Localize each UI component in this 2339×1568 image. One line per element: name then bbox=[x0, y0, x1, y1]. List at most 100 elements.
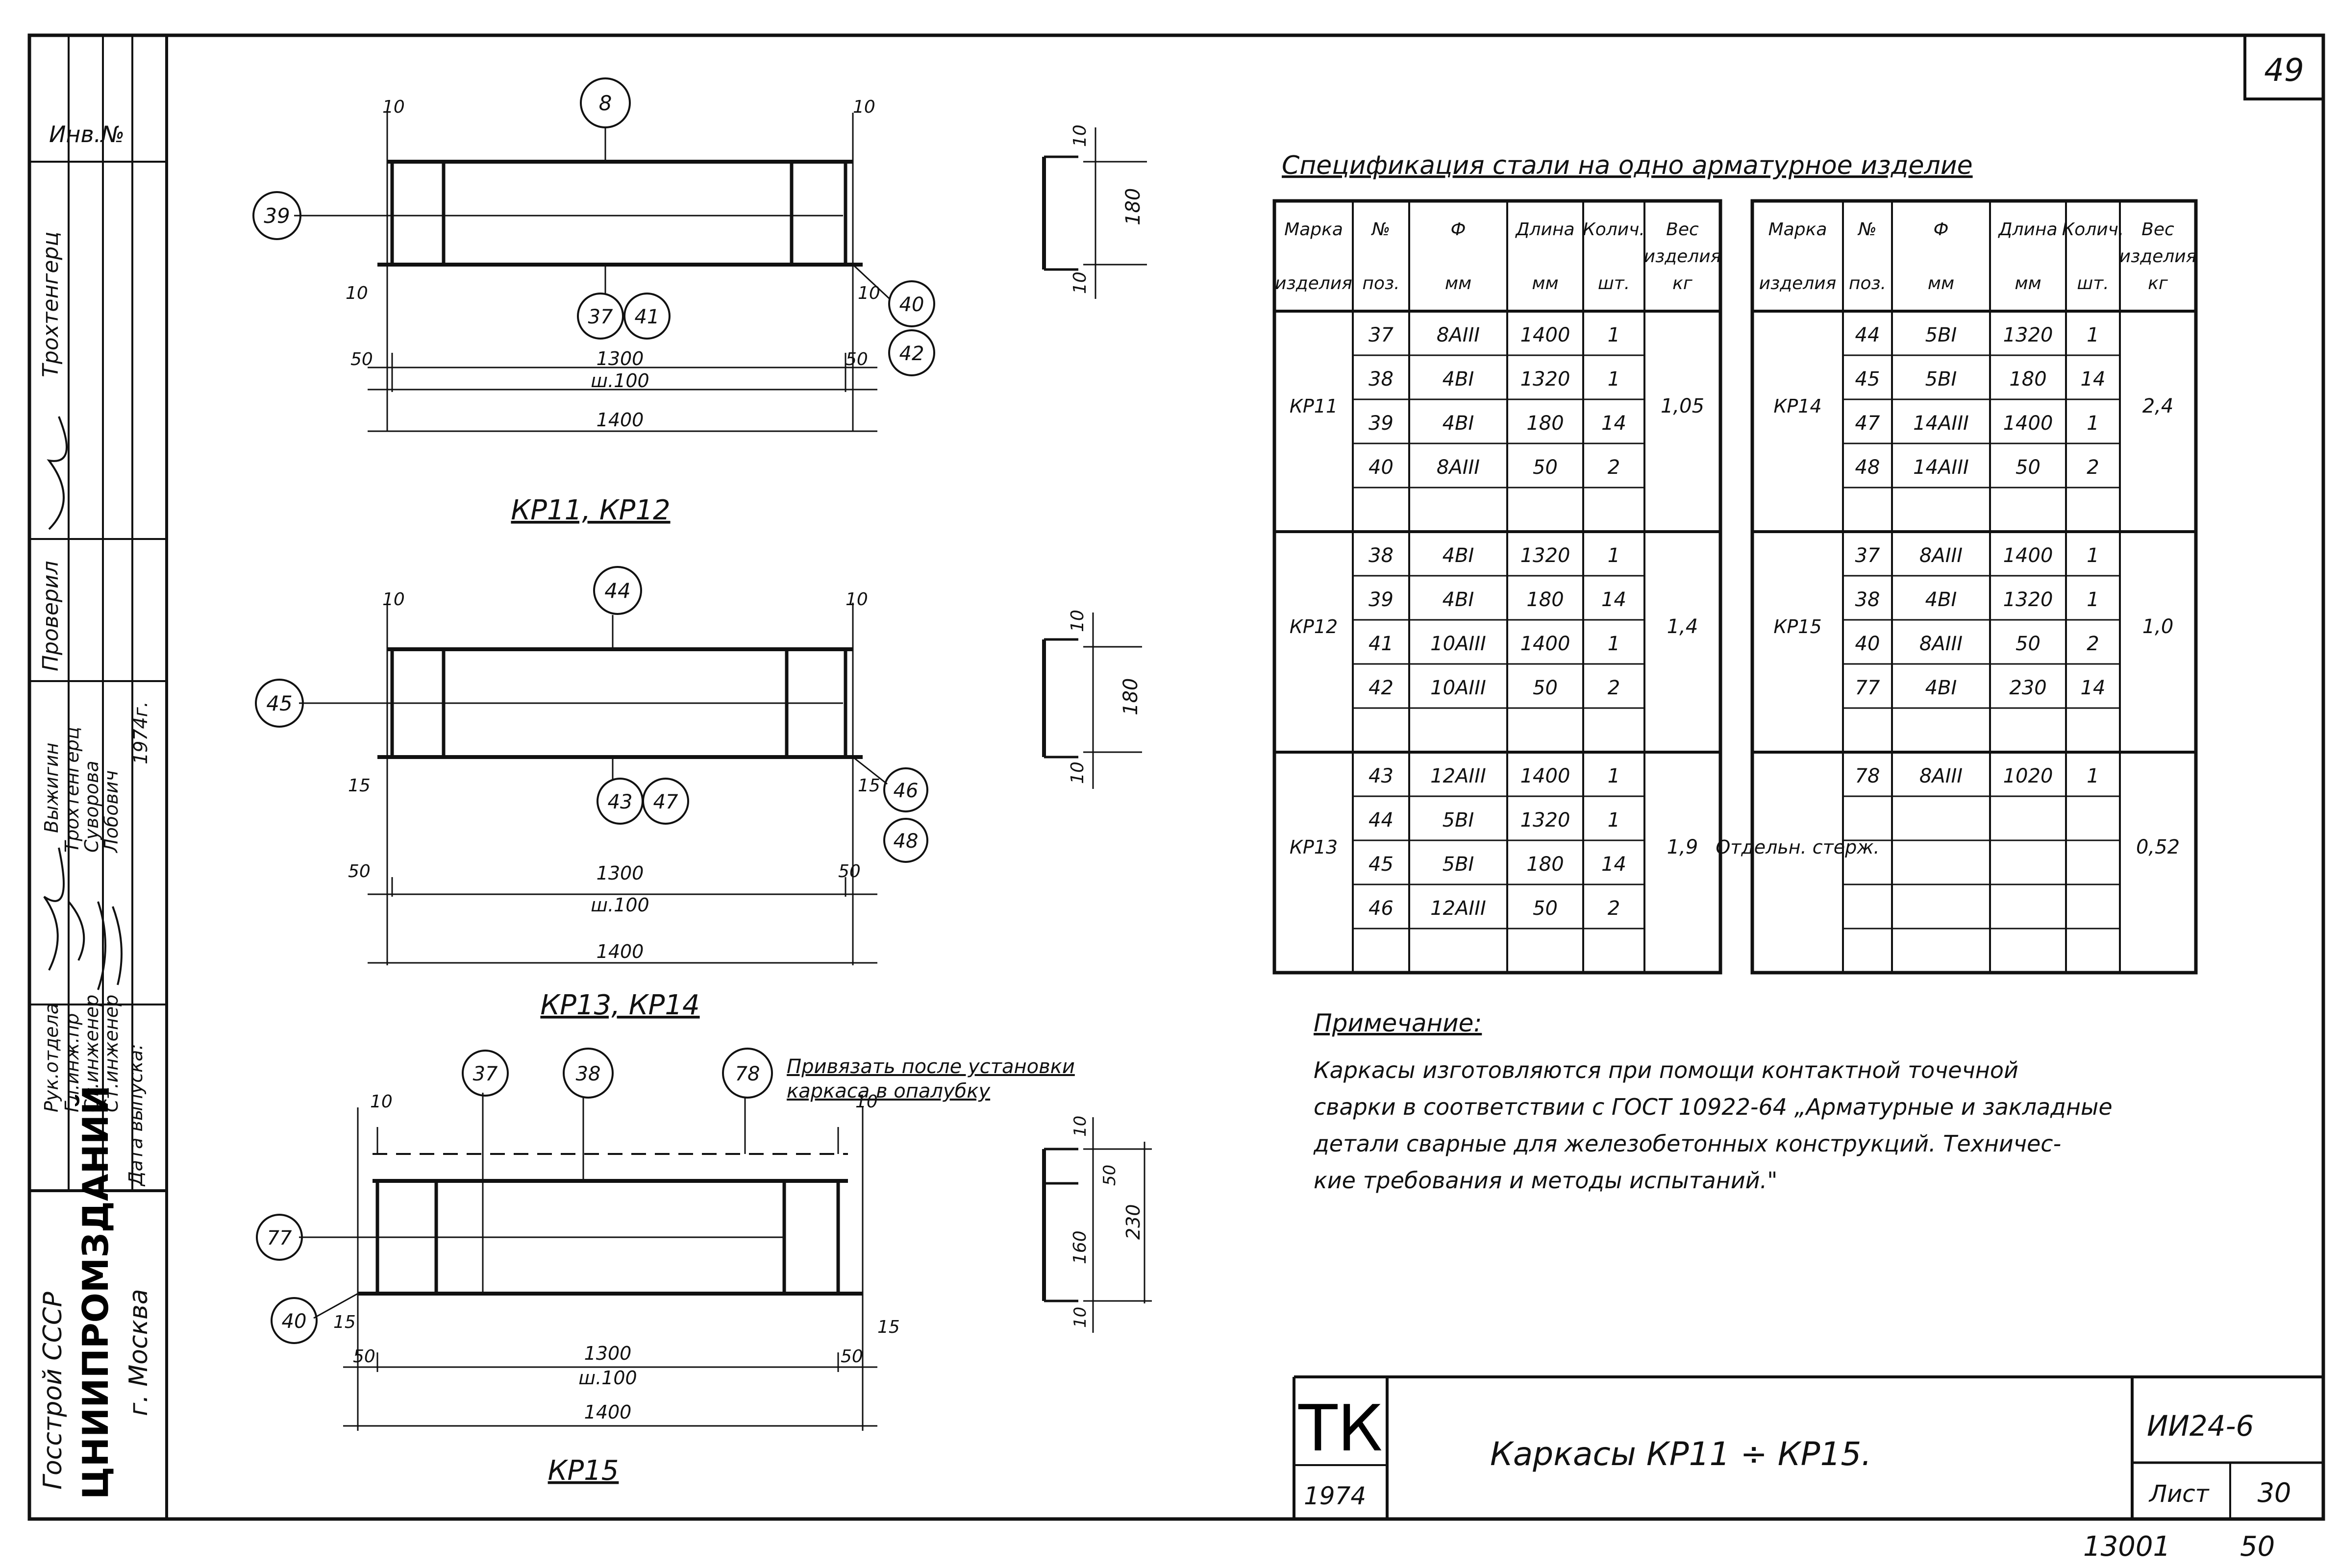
spec-cell: 78 bbox=[1855, 765, 1880, 787]
stamp-name-1: Выжигин bbox=[41, 742, 62, 833]
callout-40: 40 bbox=[282, 1310, 307, 1333]
spec-cell: 42 bbox=[1369, 677, 1393, 699]
stamp-name-3: Суворова bbox=[81, 760, 102, 853]
spec-cell: 1400 bbox=[2003, 544, 2053, 567]
spec-cell: 38 bbox=[1369, 368, 1393, 391]
dim-side-left: 10 bbox=[346, 283, 368, 303]
spec-header-cell: мм bbox=[1928, 273, 1954, 294]
spec-cell: 38 bbox=[1369, 544, 1393, 567]
dim-total: 1400 bbox=[597, 409, 644, 431]
dim-top-right: 10 bbox=[853, 97, 875, 117]
spec-cell: 180 bbox=[2009, 368, 2046, 391]
footer-code: 13001 bbox=[2083, 1531, 2170, 1563]
spec-cell: 50 bbox=[2016, 633, 2040, 655]
spec-mark: КР12 bbox=[1290, 616, 1338, 637]
stamp-role-2: Гл.инж.пр bbox=[61, 1013, 83, 1112]
callout-46: 46 bbox=[894, 780, 919, 802]
spec-cell: 50 bbox=[1533, 456, 1558, 479]
spec-cell: 2 bbox=[2087, 633, 2099, 655]
spec-cell: 14 bbox=[1601, 588, 1626, 611]
spec-cell: 5ВI bbox=[1443, 853, 1474, 876]
spec-cell: 1 bbox=[1608, 368, 1620, 391]
spec-header-cell: шт. bbox=[1598, 273, 1630, 294]
dim-inner: 1300 bbox=[584, 1343, 632, 1364]
spec-header-cell: кг bbox=[1672, 273, 1693, 294]
spec-weight: 1,0 bbox=[2142, 615, 2174, 638]
note-line: детали сварные для железобетонных констр… bbox=[1313, 1130, 2061, 1157]
section-dim-bottom: 10 bbox=[1068, 761, 1088, 784]
spec-weight: 1,9 bbox=[1667, 836, 1698, 858]
dim-total: 1400 bbox=[597, 941, 644, 962]
spec-cell: 1 bbox=[1608, 544, 1620, 567]
org-line-3: г. Москва bbox=[124, 1289, 153, 1416]
dim-end-left: 50 bbox=[350, 349, 373, 369]
spec-cell: 14 bbox=[1601, 853, 1626, 876]
dim-side-right: 15 bbox=[877, 1317, 900, 1337]
section-dim-bottom: 10 bbox=[1070, 271, 1090, 294]
spec-cell: 4ВI bbox=[1443, 412, 1474, 435]
signature-mark bbox=[43, 847, 123, 990]
spec-title: Спецификация стали на одно арматурное из… bbox=[1282, 151, 1973, 180]
spec-cell: 37 bbox=[1855, 544, 1880, 567]
section-dim-b: 160 bbox=[1070, 1230, 1090, 1264]
spec-cell: 5ВI bbox=[1925, 368, 1957, 391]
spec-header-cell: Длина bbox=[1997, 220, 2057, 240]
spec-mark: КР11 bbox=[1290, 395, 1338, 417]
spec-cell: 10АIII bbox=[1430, 633, 1486, 655]
spec-header-cell: Вес bbox=[2141, 220, 2174, 240]
spec-cell: 1320 bbox=[2003, 588, 2053, 611]
dim-inner: 1300 bbox=[597, 348, 644, 369]
spec-cell: 46 bbox=[1369, 897, 1393, 920]
checked-label: Проверил bbox=[38, 561, 63, 671]
section-dim-middle: 180 bbox=[1122, 188, 1145, 225]
spec-cell: 1 bbox=[2087, 588, 2099, 611]
spec-header-cell: кг bbox=[2148, 273, 2168, 294]
stamp-name-2: Трохтенгерц bbox=[61, 727, 83, 853]
spec-header-cell: № bbox=[1371, 220, 1390, 240]
note-line-2: каркаса в опалубку bbox=[787, 1080, 991, 1102]
spec-cell: 47 bbox=[1855, 412, 1880, 435]
drawing-main-title: Каркасы КР11 ÷ КР15. bbox=[1490, 1435, 1871, 1473]
spec-cell: 41 bbox=[1369, 633, 1393, 655]
drawing-title: КР15 bbox=[548, 1455, 619, 1487]
spec-cell: 2 bbox=[1608, 677, 1620, 699]
spec-cell: 1 bbox=[1608, 765, 1620, 787]
callout-37: 37 bbox=[588, 306, 613, 328]
spec-cell: 1 bbox=[1608, 809, 1620, 832]
spec-header-cell: изделия bbox=[2119, 246, 2197, 267]
spec-mark: КР14 bbox=[1773, 395, 1821, 417]
note-line: сварки в соответствии с ГОСТ 10922-64 „А… bbox=[1314, 1094, 2113, 1120]
note-heading: Примечание: bbox=[1314, 1009, 1482, 1037]
callout-43: 43 bbox=[608, 791, 633, 813]
spec-cell: 14 bbox=[2081, 677, 2106, 699]
spec-header-cell: поз. bbox=[1362, 273, 1399, 294]
spec-cell: 1320 bbox=[1520, 544, 1570, 567]
spec-cell: 50 bbox=[1533, 677, 1558, 699]
dim-side-right: 15 bbox=[858, 776, 880, 796]
spec-cell: 5ВI bbox=[1925, 324, 1957, 346]
callout-44: 44 bbox=[604, 579, 630, 603]
sheet-label: Лист bbox=[2148, 1480, 2210, 1508]
stamp-year: 1974г. bbox=[130, 701, 151, 764]
callout-41: 41 bbox=[635, 306, 660, 328]
callout-45: 45 bbox=[266, 691, 292, 715]
dim-pitch: ш.100 bbox=[591, 894, 649, 916]
spec-header-cell: изделия bbox=[1275, 273, 1352, 294]
dim-side-left: 15 bbox=[333, 1312, 356, 1332]
dim-side-left: 15 bbox=[348, 776, 371, 796]
spec-cell: 12АIII bbox=[1430, 897, 1486, 920]
spec-header-cell: мм bbox=[2015, 273, 2041, 294]
spec-cell: 43 bbox=[1369, 765, 1393, 787]
spec-cell: 180 bbox=[1526, 588, 1564, 611]
section-dim-top: 10 bbox=[1070, 124, 1090, 147]
spec-cell: 8АIII bbox=[1919, 633, 1963, 655]
spec-cell: 5ВI bbox=[1443, 809, 1474, 832]
dim-inner: 1300 bbox=[597, 862, 644, 884]
spec-cell: 12АIII bbox=[1430, 765, 1486, 787]
spec-cell: 77 bbox=[1855, 677, 1880, 699]
section-dim-middle: 180 bbox=[1120, 678, 1142, 715]
stamp-role-3: Ст.инженер bbox=[81, 995, 102, 1112]
callout-40: 40 bbox=[899, 294, 924, 316]
dim-end-right: 50 bbox=[846, 349, 868, 369]
spec-header-cell: Ф bbox=[1451, 220, 1466, 240]
